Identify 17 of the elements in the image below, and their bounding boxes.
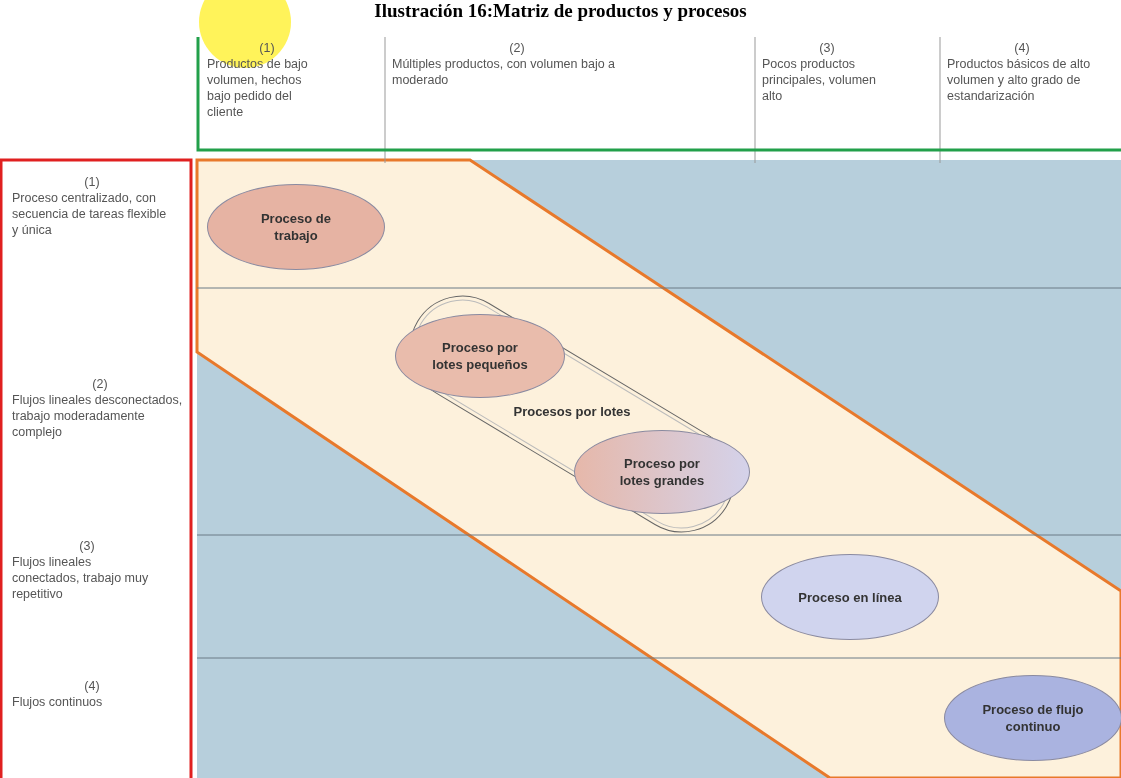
header-text: Productos básicos de alto volumen y alto grado de estandarización [947,56,1092,104]
header-number: (2) [508,40,526,56]
group-label: Procesos por lotes [512,404,632,419]
header-number: (4) [1013,40,1031,56]
header-text: Proceso centralizado, con secuencia de tareas flexible y única [12,190,168,238]
header-text: Flujos lineales conectados, trabajo muy repetitivo [12,554,150,602]
header-number: (3) [818,40,836,56]
header-number: (2) [91,376,109,392]
header-number: (4) [83,678,101,694]
header-number: (3) [78,538,96,554]
header-text: Pocos productos principales, volumen alto [762,56,877,104]
diagram-title: Ilustración 16:Matriz de productos y procesos [373,0,748,22]
header-number: (1) [258,40,276,56]
header-number: (1) [83,174,101,190]
header-text: Flujos continuos [12,694,104,710]
header-text: Múltiples productos, con volumen bajo a moderado [392,56,617,88]
header-text: Flujos lineales desconectados, trabajo moderadamente complejo [12,392,184,440]
